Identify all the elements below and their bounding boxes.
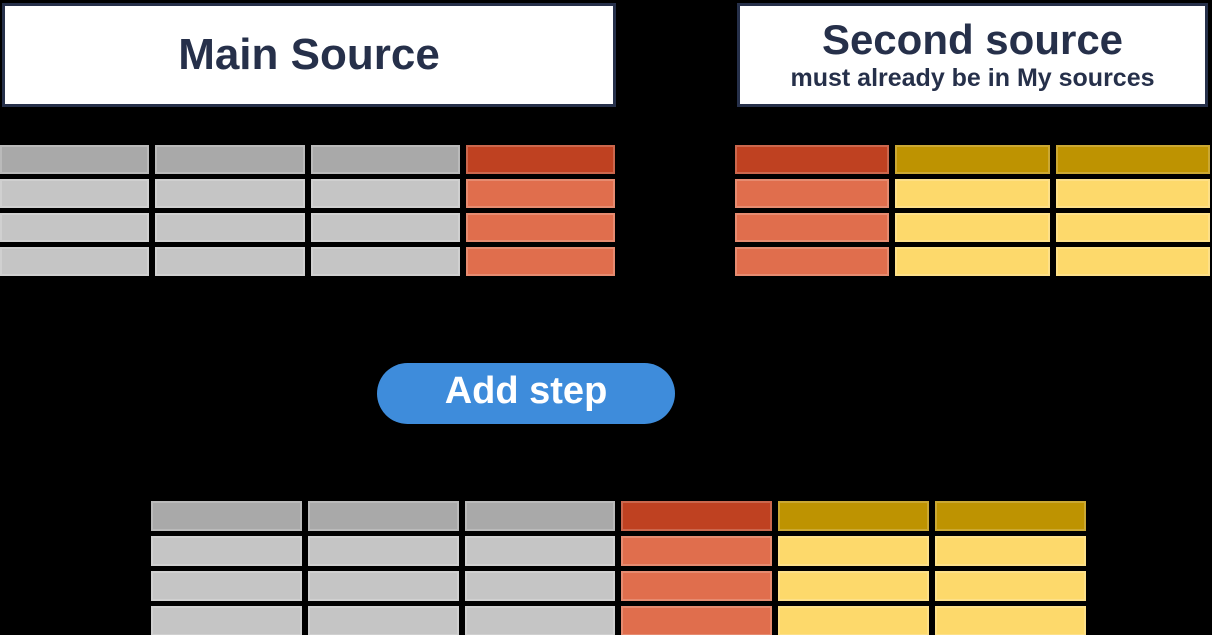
gray-cell bbox=[151, 571, 302, 601]
second-source-box: Second source must already be in My sour… bbox=[737, 3, 1208, 107]
gold-cell bbox=[935, 536, 1086, 566]
red-cell bbox=[465, 179, 615, 208]
gray-cell bbox=[464, 536, 616, 566]
second-source-subtitle: must already be in My sources bbox=[790, 63, 1155, 92]
red-cell bbox=[735, 179, 890, 208]
gray-header-cell bbox=[0, 145, 150, 174]
gray-cell bbox=[310, 179, 460, 208]
gray-cell bbox=[155, 213, 305, 242]
red-header-cell bbox=[465, 145, 615, 174]
gray-cell bbox=[310, 247, 460, 276]
red-header-cell bbox=[735, 145, 890, 174]
red-cell bbox=[465, 213, 615, 242]
gray-cell bbox=[464, 571, 616, 601]
main-source-table bbox=[0, 145, 615, 276]
gold-cell bbox=[778, 571, 930, 601]
gold-cell bbox=[1055, 213, 1210, 242]
gold-cell bbox=[895, 213, 1050, 242]
gray-header-cell bbox=[155, 145, 305, 174]
red-cell bbox=[621, 571, 773, 601]
gold-cell bbox=[935, 606, 1086, 635]
gray-header-cell bbox=[464, 501, 616, 531]
gold-header-cell bbox=[935, 501, 1086, 531]
gray-header-cell bbox=[310, 145, 460, 174]
main-source-title: Main Source bbox=[178, 29, 440, 79]
red-header-cell bbox=[621, 501, 773, 531]
result-table bbox=[151, 501, 1086, 635]
gold-cell bbox=[778, 536, 930, 566]
red-cell bbox=[621, 536, 773, 566]
red-cell bbox=[735, 213, 890, 242]
add-step-label: Add step bbox=[444, 370, 608, 412]
gold-header-cell bbox=[895, 145, 1050, 174]
gold-cell bbox=[895, 179, 1050, 208]
gray-cell bbox=[307, 606, 459, 635]
add-step-button[interactable]: Add step bbox=[377, 363, 675, 424]
gray-cell bbox=[0, 213, 150, 242]
gold-cell bbox=[778, 606, 930, 635]
second-source-title: Second source bbox=[821, 15, 1124, 63]
gray-cell bbox=[464, 606, 616, 635]
red-cell bbox=[465, 247, 615, 276]
gray-header-cell bbox=[307, 501, 459, 531]
gold-cell bbox=[1055, 179, 1210, 208]
gold-cell bbox=[895, 247, 1050, 276]
gray-cell bbox=[151, 536, 302, 566]
gold-header-cell bbox=[778, 501, 930, 531]
gray-cell bbox=[310, 213, 460, 242]
gold-cell bbox=[1055, 247, 1210, 276]
gold-cell bbox=[935, 571, 1086, 601]
gray-cell bbox=[307, 536, 459, 566]
gold-header-cell bbox=[1055, 145, 1210, 174]
gray-cell bbox=[155, 247, 305, 276]
second-source-table bbox=[735, 145, 1210, 276]
gray-cell bbox=[0, 179, 150, 208]
red-cell bbox=[621, 606, 773, 635]
red-cell bbox=[735, 247, 890, 276]
gray-cell bbox=[307, 571, 459, 601]
gray-cell bbox=[151, 606, 302, 635]
gray-cell bbox=[0, 247, 150, 276]
gray-header-cell bbox=[151, 501, 302, 531]
gray-cell bbox=[155, 179, 305, 208]
main-source-box: Main Source bbox=[2, 3, 616, 107]
